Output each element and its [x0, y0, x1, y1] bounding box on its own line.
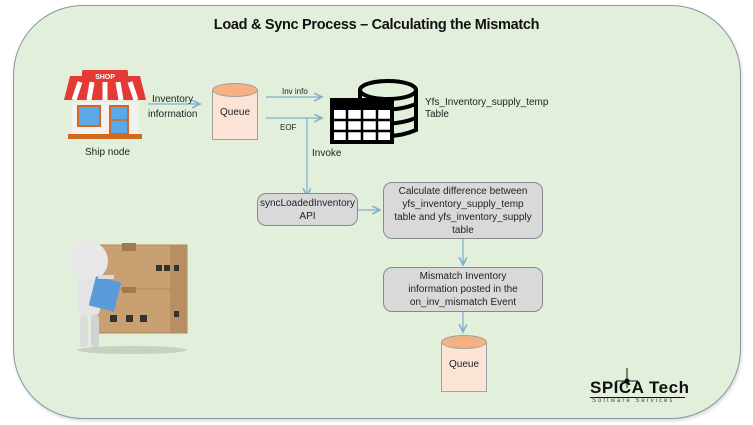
shop-icon: SHOP — [64, 70, 146, 139]
star-icon — [616, 368, 638, 388]
ship-node-label: Ship node — [85, 147, 131, 158]
logo-underline — [590, 397, 685, 398]
logo-main-text: SPICA Tech — [590, 378, 690, 397]
database-table-icon — [330, 79, 418, 144]
shop-sign: SHOP — [95, 74, 115, 81]
inventory-label-line2: information — [148, 109, 198, 120]
person-with-boxes-icon — [70, 241, 188, 354]
queue-bottom: Queue — [441, 335, 487, 393]
inventory-label-line1: Inventory — [152, 94, 194, 105]
eof-label: EOF — [280, 123, 297, 132]
queue-top: Queue — [212, 83, 258, 141]
spica-tech-logo: SPICA Tech Software Services — [590, 368, 720, 408]
invoke-label: Invoke — [312, 148, 342, 159]
sync-api-line2: API — [299, 210, 316, 222]
queue-bottom-label: Queue — [448, 359, 480, 370]
logo-sub-text: Software Services — [592, 398, 675, 404]
temp-table-label-line2: Table — [425, 109, 449, 120]
inv-info-label: Inv info — [282, 87, 308, 96]
temp-table-label-line1: Yfs_Inventory_supply_temp — [425, 97, 549, 108]
queue-top-label: Queue — [219, 107, 251, 118]
mismatch-line1: Mismatch Inventory — [419, 271, 507, 282]
mismatch-line2: information posted in the — [408, 284, 518, 295]
calc-line4: table — [452, 224, 474, 236]
sync-api-line1: syncLoadedInventory — [259, 197, 356, 209]
mismatch-line3: on_inv_mismatch Event — [409, 297, 517, 308]
calc-line2: yfs_inventory_supply_temp — [402, 198, 524, 210]
calc-line1: Calculate difference between — [398, 185, 528, 197]
calc-line3: table and yfs_inventory_supply — [394, 211, 532, 223]
mismatch-event-box: Mismatch Inventory information posted in … — [383, 267, 543, 312]
diagram-title: Load & Sync Process – Calculating the Mi… — [213, 17, 540, 33]
